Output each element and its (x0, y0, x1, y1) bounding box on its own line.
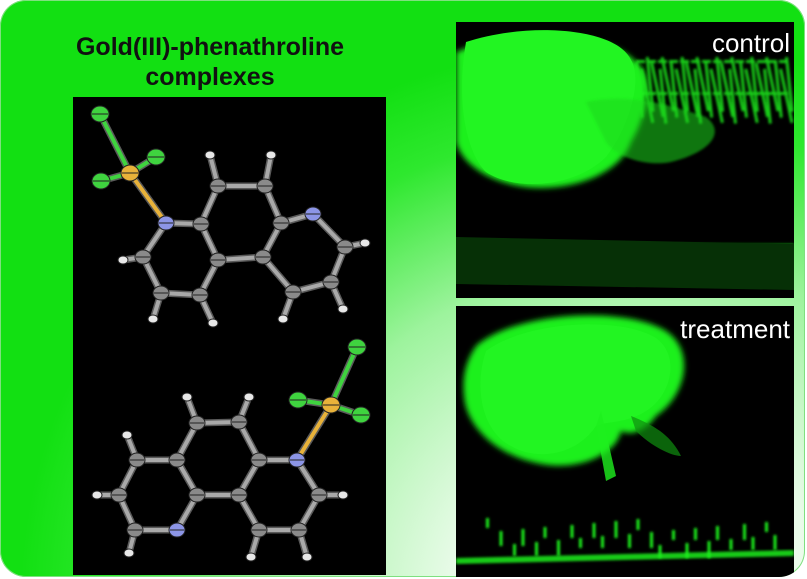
molecule-structure-1 (90, 105, 371, 328)
h-atom (337, 490, 349, 500)
zebrafish-control-image (456, 30, 794, 290)
slide-title: Gold(III)-phenathroline complexes (20, 32, 400, 92)
h-atom (147, 314, 159, 324)
h-atom (265, 150, 277, 160)
molecule-structure-panel (73, 97, 386, 575)
h-atom (207, 318, 219, 328)
control-fluorescence-image: control (456, 22, 794, 298)
h-atom (117, 255, 129, 265)
h-atom (277, 314, 289, 324)
h-atom (243, 392, 255, 402)
crystal-structures-drawing (90, 105, 371, 562)
h-atom (204, 150, 216, 160)
h-atom (181, 392, 193, 402)
h-atom (359, 238, 371, 248)
h-atom (337, 304, 349, 314)
control-label: control (711, 28, 790, 58)
title-line-2: complexes (145, 63, 275, 91)
zebrafish-treatment-image (456, 315, 794, 564)
treatment-label: treatment (680, 314, 790, 344)
title-line-1: Gold(III)-phenathroline (75, 33, 345, 61)
h-atom (91, 490, 103, 500)
h-atom (245, 552, 257, 562)
molecule-structure-2 (91, 338, 371, 562)
h-atom (301, 552, 313, 562)
treatment-fluorescence-image: treatment (456, 306, 794, 577)
h-atom (123, 548, 135, 558)
h-atom (121, 430, 133, 440)
